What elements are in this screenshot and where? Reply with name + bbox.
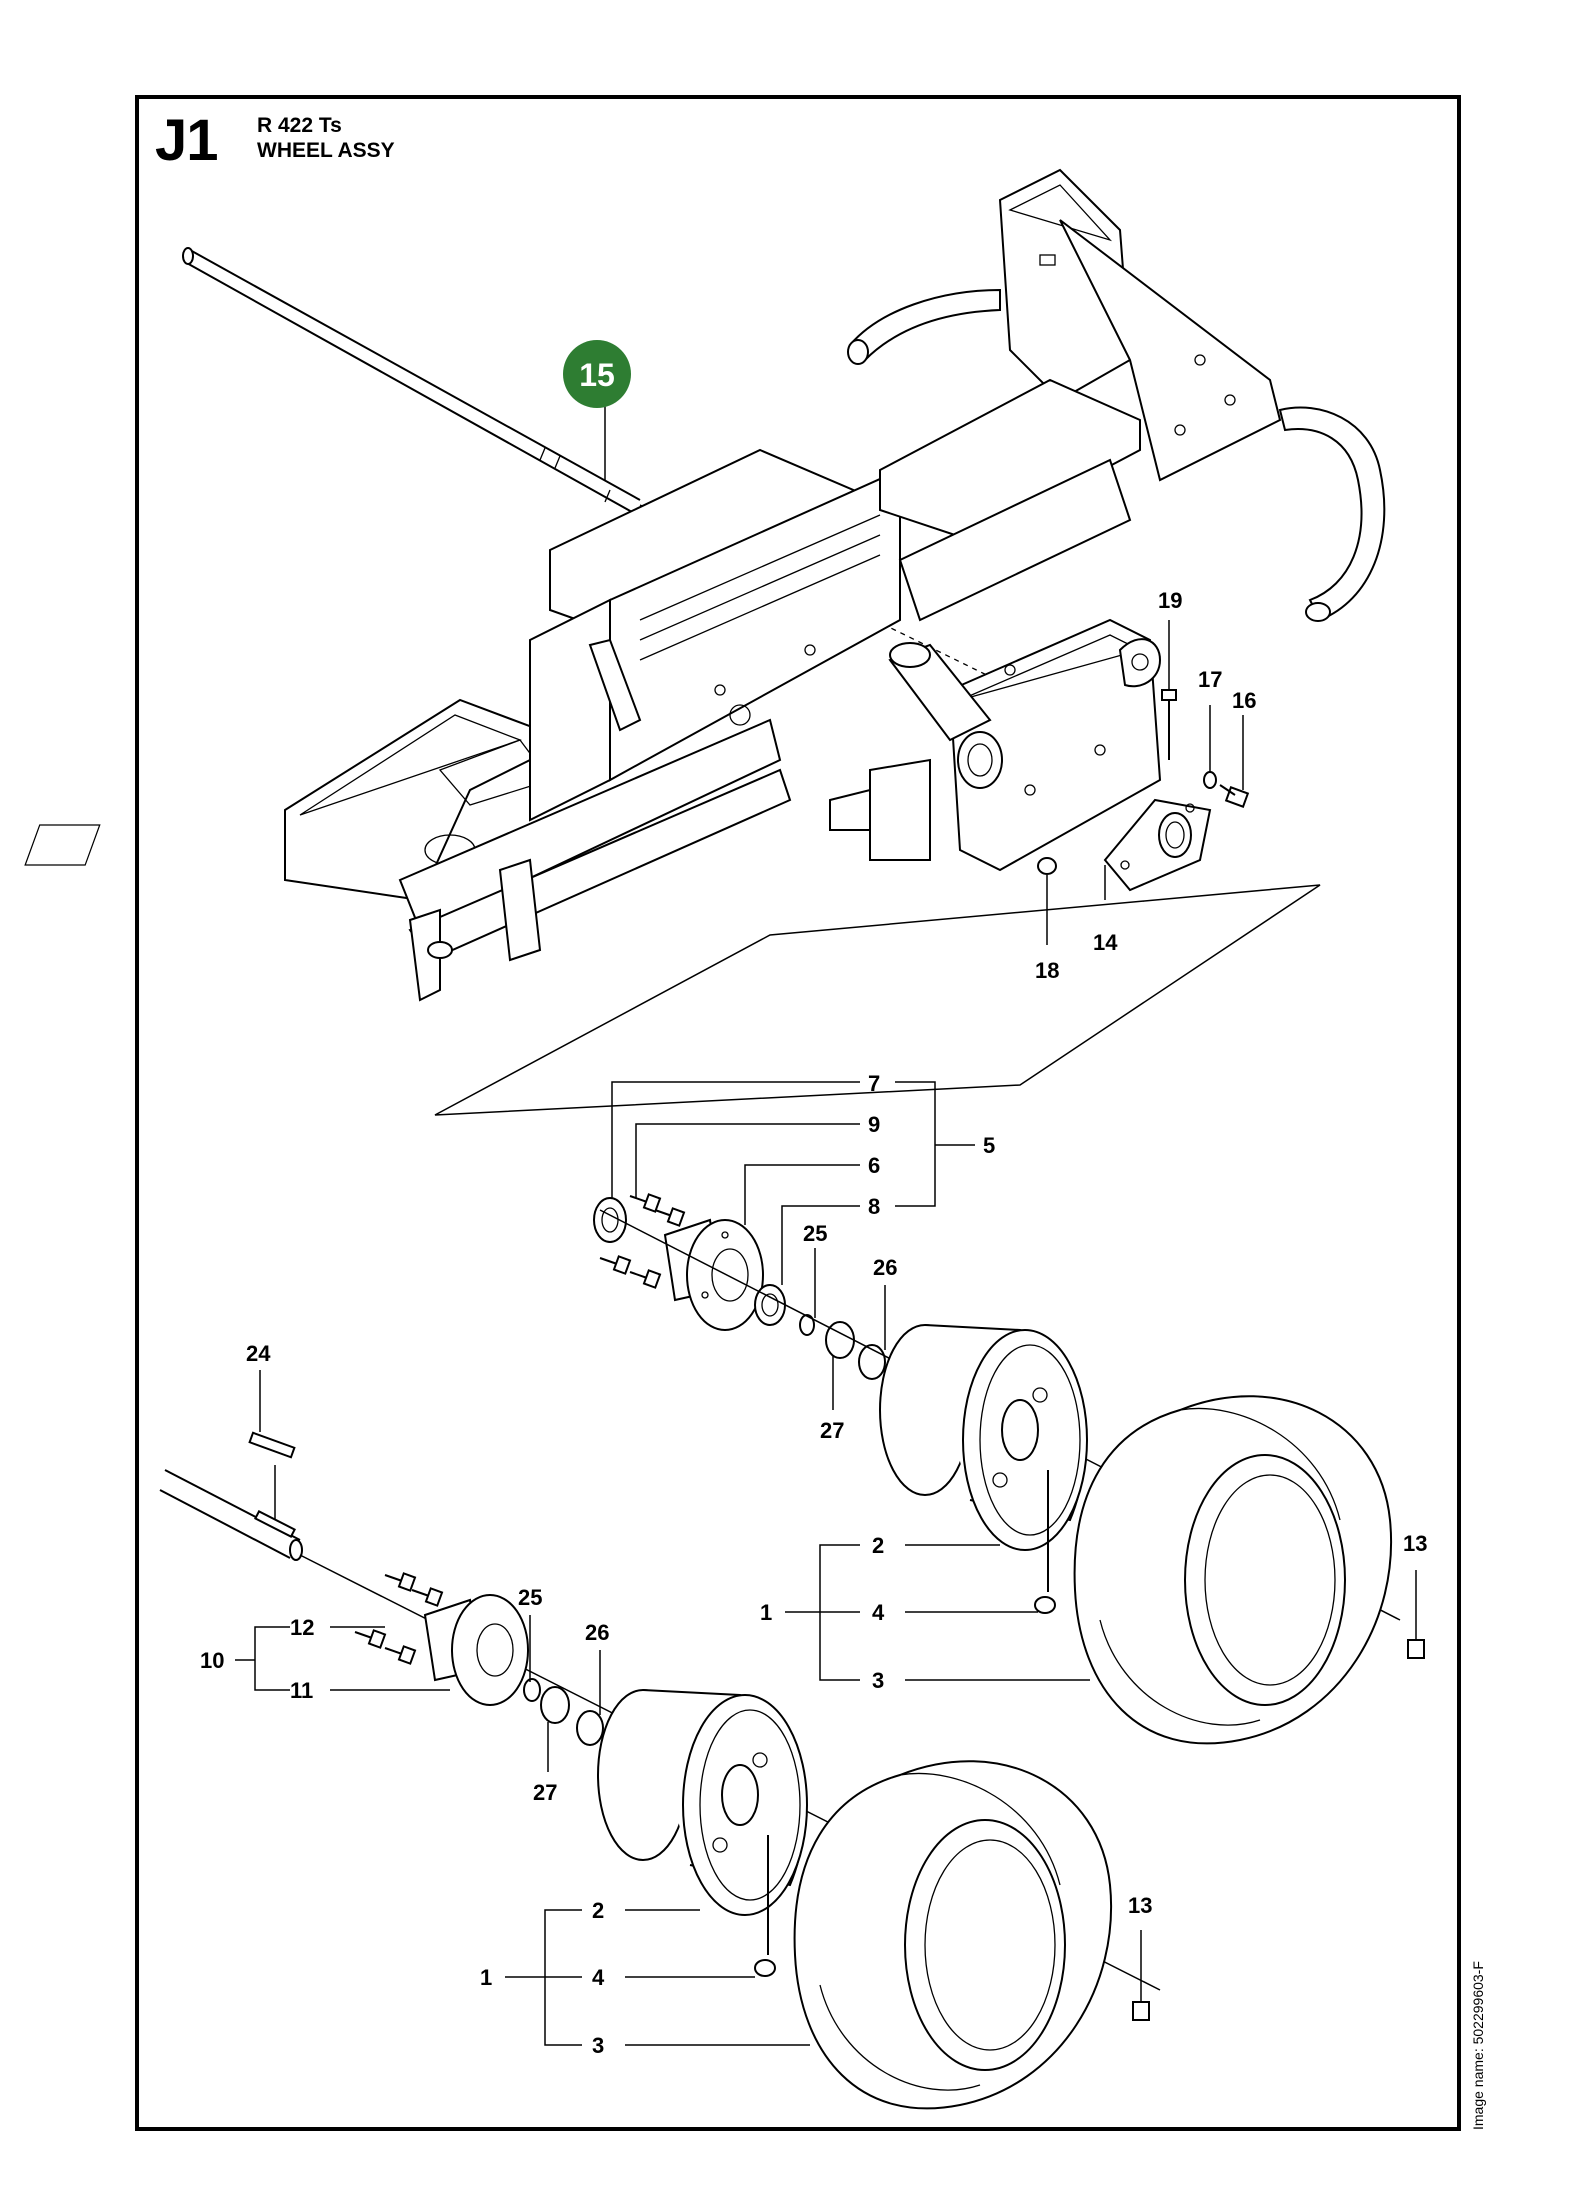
callout-9: 9 — [868, 1112, 880, 1137]
seal-7 — [593, 1197, 627, 1243]
callout-25b: 25 — [518, 1585, 542, 1610]
hub-11 — [423, 1594, 529, 1706]
callout-2b: 2 — [592, 1898, 604, 1923]
ring-26b — [576, 1710, 604, 1746]
callout-3a: 3 — [872, 1668, 884, 1693]
nut-13b — [1132, 2001, 1150, 2021]
chassis-frame — [24, 168, 1386, 1002]
wheel-assy-lower — [299, 1554, 1161, 2110]
callout-4a: 4 — [872, 1600, 885, 1625]
axle-shaft — [182, 247, 641, 513]
callout-12: 12 — [290, 1615, 314, 1640]
leaders-lower-wheel — [235, 1615, 1142, 2046]
callout-13b: 13 — [1128, 1893, 1152, 1918]
callout-2a: 2 — [872, 1533, 884, 1558]
valve-4a — [1034, 1470, 1056, 1614]
axle-end-with-key — [159, 1370, 303, 1561]
callout-19: 19 — [1158, 588, 1182, 613]
bearing-plate-14 — [1103, 798, 1212, 892]
callout-27b: 27 — [533, 1780, 557, 1805]
wheel-assy-front — [593, 1193, 1425, 1745]
callout-24: 24 — [246, 1341, 271, 1366]
callout-1a: 1 — [760, 1600, 772, 1625]
drawing-frame — [135, 95, 1461, 2131]
retainer-25a — [799, 1314, 815, 1336]
model-name: R 422 Ts — [257, 114, 342, 137]
nut-16 — [1219, 784, 1250, 808]
callout-11: 11 — [290, 1678, 313, 1703]
nut-18 — [1037, 857, 1057, 875]
rim-2a — [879, 1324, 1088, 1551]
callout-18: 18 — [1035, 958, 1059, 983]
callout-13a: 13 — [1403, 1531, 1427, 1556]
tire-3b — [793, 1760, 1113, 2110]
nut-13a — [1407, 1639, 1425, 1659]
callout-6: 6 — [868, 1153, 880, 1178]
callout-27a: 27 — [820, 1418, 844, 1443]
leaders-front-wheel — [611, 1081, 1417, 1681]
callout-26a: 26 — [873, 1255, 897, 1280]
callout-3b: 3 — [592, 2033, 604, 2058]
hub-6 — [663, 1218, 764, 1331]
callout-14: 14 — [1093, 930, 1118, 955]
callout-10: 10 — [200, 1648, 224, 1673]
highlight-badge-15[interactable]: 15 — [563, 340, 631, 408]
callout-17: 17 — [1198, 667, 1222, 692]
badge-label: 15 — [579, 357, 615, 393]
frame-body — [24, 168, 1386, 1002]
key-24 — [248, 1431, 296, 1459]
callout-1b: 1 — [480, 1965, 492, 1990]
callout-7: 7 — [868, 1071, 880, 1096]
retainer-25b — [523, 1678, 541, 1702]
callout-4b: 4 — [592, 1965, 605, 1990]
bolt-19 — [1161, 689, 1177, 760]
washer-17 — [1203, 771, 1217, 789]
callout-25a: 25 — [803, 1221, 827, 1246]
callout-8: 8 — [868, 1194, 880, 1219]
tire-3a — [1073, 1395, 1393, 1745]
callout-labels: 19 17 16 14 18 7 9 6 8 5 25 26 27 24 2 1… — [200, 588, 1427, 2058]
bolts-9 — [599, 1193, 686, 1289]
axle-pivot-bracket — [888, 618, 1162, 872]
clip-27b — [540, 1686, 570, 1724]
section-code: J1 — [155, 108, 219, 173]
callout-5: 5 — [983, 1133, 995, 1158]
callout-26b: 26 — [585, 1620, 609, 1645]
callout-16: 16 — [1232, 688, 1256, 713]
bolts-12 — [354, 1572, 444, 1665]
valve-4b — [754, 1835, 776, 1977]
assembly-title: WHEEL ASSY — [257, 139, 395, 162]
projection-outline — [434, 884, 1321, 1116]
rim-2b — [597, 1689, 808, 1916]
